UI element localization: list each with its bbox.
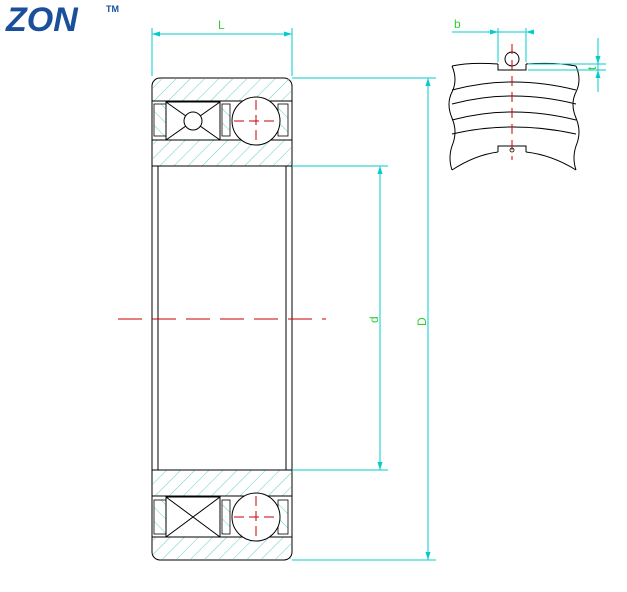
bottom-inner-ring-hatch	[153, 470, 291, 496]
dimension-L-label: L	[218, 18, 225, 32]
bearing-section-view	[118, 77, 326, 561]
bottom-left-seal	[153, 499, 167, 535]
top-inner-ring-hatch	[153, 140, 291, 166]
dimension-L: L	[151, 18, 293, 76]
bottom-outer-ring-hatch	[153, 537, 291, 559]
top-cage-left	[221, 103, 231, 137]
groove-detail-view: b t	[448, 17, 606, 171]
top-left-seal	[153, 103, 167, 137]
dimension-D-label: D	[415, 317, 429, 326]
dimension-b-label: b	[454, 17, 461, 31]
dimension-d: d	[292, 165, 388, 471]
bottom-cage-left	[221, 499, 231, 535]
top-small-roller	[183, 111, 203, 131]
dimension-d-label: d	[367, 316, 381, 323]
zon-logo: ZON TM	[6, 2, 126, 38]
trademark-symbol: TM	[106, 4, 119, 14]
top-outer-ring-hatch	[153, 79, 291, 101]
dimension-D: D	[292, 77, 436, 561]
logo-text: ZON	[6, 1, 78, 39]
dimension-t-label: t	[585, 66, 599, 70]
